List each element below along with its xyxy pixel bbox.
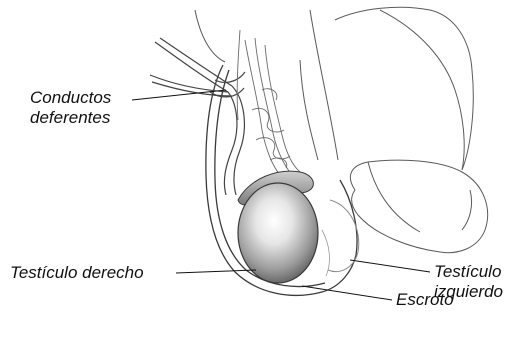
leader-testiculo-derecho <box>176 270 256 273</box>
right-testis <box>238 183 318 283</box>
label-testiculo-izquierdo-line1: Testículo <box>434 262 503 282</box>
penis-outline <box>335 7 488 252</box>
venous-plexus <box>237 30 300 175</box>
label-escroto: Escroto <box>396 290 454 310</box>
vas-deferens-ducts <box>150 38 245 195</box>
label-conductos-deferentes: Conductos deferentes <box>30 88 111 128</box>
label-testiculo-derecho: Testículo derecho <box>10 263 144 283</box>
label-conductos-line2: deferentes <box>30 108 111 128</box>
label-conductos-line1: Conductos <box>30 88 111 108</box>
leader-testiculo-izquierdo <box>350 260 430 272</box>
